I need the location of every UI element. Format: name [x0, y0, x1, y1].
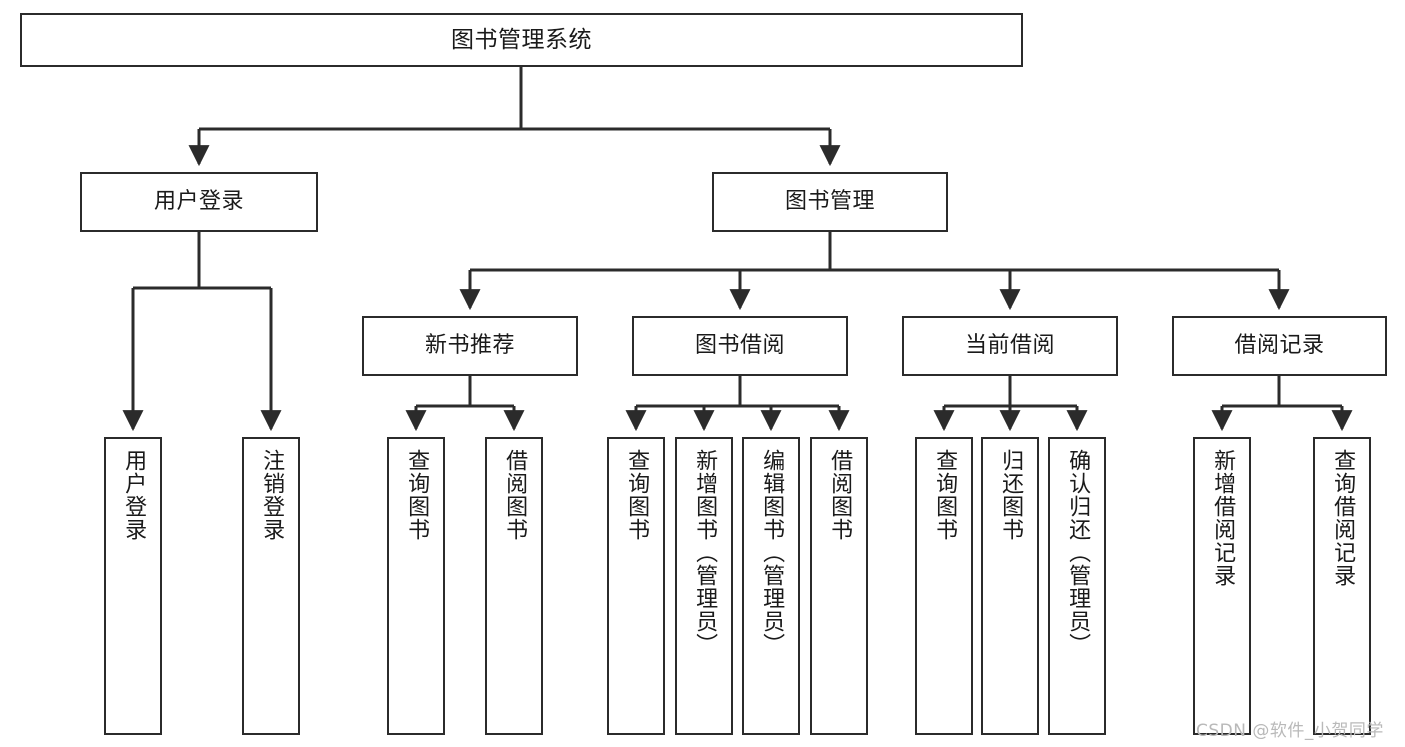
- node-root[interactable]: 图书管理系统: [20, 13, 1023, 67]
- node-borrow-record-label: 借阅记录: [1234, 333, 1325, 359]
- node-leaf-query-book-1[interactable]: 查询图书: [387, 437, 445, 735]
- node-user-login[interactable]: 用户登录: [80, 172, 318, 232]
- node-leaf-query-record[interactable]: 查询借阅记录: [1313, 437, 1371, 735]
- node-borrow-record[interactable]: 借阅记录: [1172, 316, 1387, 376]
- node-book-borrow[interactable]: 图书借阅: [632, 316, 848, 376]
- node-leaf-add-record[interactable]: 新增借阅记录: [1193, 437, 1251, 735]
- node-leaf-return-book[interactable]: 归还图书: [981, 437, 1039, 735]
- csdn-watermark: CSDN @软件_小贺同学: [1196, 721, 1384, 741]
- node-leaf-query-record-label: 查询借阅记录: [1330, 449, 1356, 587]
- node-leaf-edit-book[interactable]: 编辑图书（管理员）: [742, 437, 800, 735]
- node-leaf-add-book[interactable]: 新增图书（管理员）: [675, 437, 733, 735]
- node-leaf-query-book-2[interactable]: 查询图书: [607, 437, 665, 735]
- node-leaf-query-book-3[interactable]: 查询图书: [915, 437, 973, 735]
- node-leaf-query-book-2-label: 查询图书: [624, 449, 650, 541]
- node-book-manage-label: 图书管理: [784, 189, 875, 215]
- node-book-manage[interactable]: 图书管理: [712, 172, 948, 232]
- node-new-book-rec[interactable]: 新书推荐: [362, 316, 578, 376]
- node-leaf-logout-label: 注销登录: [259, 449, 285, 541]
- node-leaf-query-book-3-label: 查询图书: [932, 449, 958, 541]
- node-leaf-logout[interactable]: 注销登录: [242, 437, 300, 735]
- node-user-login-label: 用户登录: [153, 189, 244, 215]
- node-leaf-borrow-book-2-label: 借阅图书: [827, 449, 853, 541]
- node-new-book-rec-label: 新书推荐: [424, 333, 515, 359]
- node-leaf-return-book-label: 归还图书: [998, 449, 1024, 541]
- node-leaf-confirm-return[interactable]: 确认归还（管理员）: [1048, 437, 1106, 735]
- node-root-label: 图书管理系统: [451, 26, 592, 53]
- node-book-borrow-label: 图书借阅: [694, 333, 785, 359]
- node-leaf-borrow-book-2[interactable]: 借阅图书: [810, 437, 868, 735]
- node-leaf-confirm-return-label: 确认归还（管理员）: [1065, 449, 1091, 656]
- node-leaf-query-book-1-label: 查询图书: [404, 449, 430, 541]
- node-current-borrow[interactable]: 当前借阅: [902, 316, 1118, 376]
- node-leaf-add-record-label: 新增借阅记录: [1210, 449, 1236, 587]
- node-leaf-add-book-label: 新增图书（管理员）: [692, 449, 718, 656]
- node-leaf-user-login[interactable]: 用户登录: [104, 437, 162, 735]
- node-current-borrow-label: 当前借阅: [964, 333, 1055, 359]
- node-leaf-user-login-label: 用户登录: [121, 449, 147, 541]
- node-leaf-edit-book-label: 编辑图书（管理员）: [759, 449, 785, 656]
- node-leaf-borrow-book-1[interactable]: 借阅图书: [485, 437, 543, 735]
- node-leaf-borrow-book-1-label: 借阅图书: [502, 449, 528, 541]
